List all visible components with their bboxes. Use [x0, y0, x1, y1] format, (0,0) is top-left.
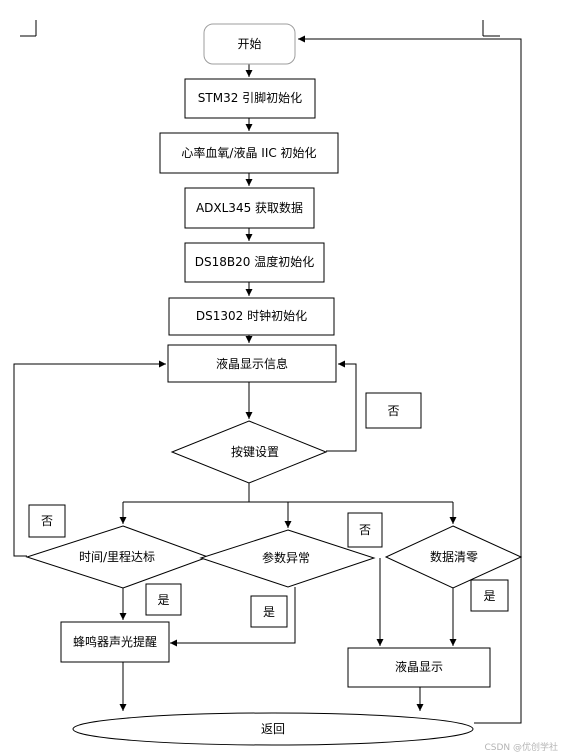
- process-lcd-show-info: 液晶显示信息: [167, 344, 337, 383]
- param-abnormal-label: 参数异常: [262, 550, 310, 565]
- label-key-no: 否: [365, 392, 422, 429]
- process-stm32-init: STM32 引脚初始化: [184, 78, 316, 119]
- hr-lcd-init-label: 心率血氧/液晶 IIC 初始化: [181, 145, 316, 160]
- time-no-label: 否: [41, 514, 53, 528]
- page-corner-marks: [20, 20, 500, 37]
- adxl-read-label: ADXL345 获取数据: [196, 200, 303, 215]
- decision-data-clear: 数据清零: [384, 525, 523, 589]
- key-setting-label: 按键设置: [231, 445, 279, 459]
- process-hr-lcd-init: 心率血氧/液晶 IIC 初始化: [159, 132, 339, 174]
- process-ds18b20-init: DS18B20 温度初始化: [184, 242, 325, 283]
- stm32-init-label: STM32 引脚初始化: [198, 90, 302, 105]
- connector-lines: [13, 35, 522, 724]
- ds1302-init-label: DS1302 时钟初始化: [196, 308, 307, 323]
- param-no-label: 否: [359, 523, 371, 537]
- watermark: CSDN @优创学社: [484, 741, 558, 753]
- lcd-show-label: 液晶显示: [395, 659, 443, 674]
- start-node: 开始: [203, 23, 296, 65]
- process-buzzer: 蜂鸣器声光提醒: [60, 621, 170, 663]
- lcd-show-info-label: 液晶显示信息: [216, 356, 288, 371]
- label-time-no: 否: [28, 504, 66, 538]
- label-clear-yes: 是: [470, 579, 509, 612]
- time-yes-label: 是: [157, 593, 169, 607]
- param-yes-label: 是: [263, 605, 275, 619]
- label-time-yes: 是: [145, 583, 182, 616]
- label-param-no: 否: [347, 512, 383, 548]
- time-distance-label: 时间/里程达标: [79, 549, 155, 564]
- process-ds1302-init: DS1302 时钟初始化: [168, 297, 335, 336]
- start-label: 开始: [237, 37, 261, 51]
- return-node: 返回: [72, 712, 474, 746]
- clear-yes-label: 是: [483, 589, 495, 603]
- decision-time-distance: 时间/里程达标: [25, 525, 210, 589]
- key-no-label: 否: [387, 404, 399, 418]
- ds18b20-init-label: DS18B20 温度初始化: [195, 254, 314, 269]
- label-param-yes: 是: [250, 595, 288, 628]
- buzzer-label: 蜂鸣器声光提醒: [73, 634, 157, 649]
- return-label: 返回: [261, 722, 285, 736]
- process-lcd-show: 液晶显示: [347, 647, 491, 688]
- process-adxl-read: ADXL345 获取数据: [184, 187, 315, 229]
- data-clear-label: 数据清零: [430, 549, 478, 564]
- decision-key-setting: 按键设置: [170, 420, 328, 484]
- decision-param-abnormal: 参数异常: [199, 529, 376, 588]
